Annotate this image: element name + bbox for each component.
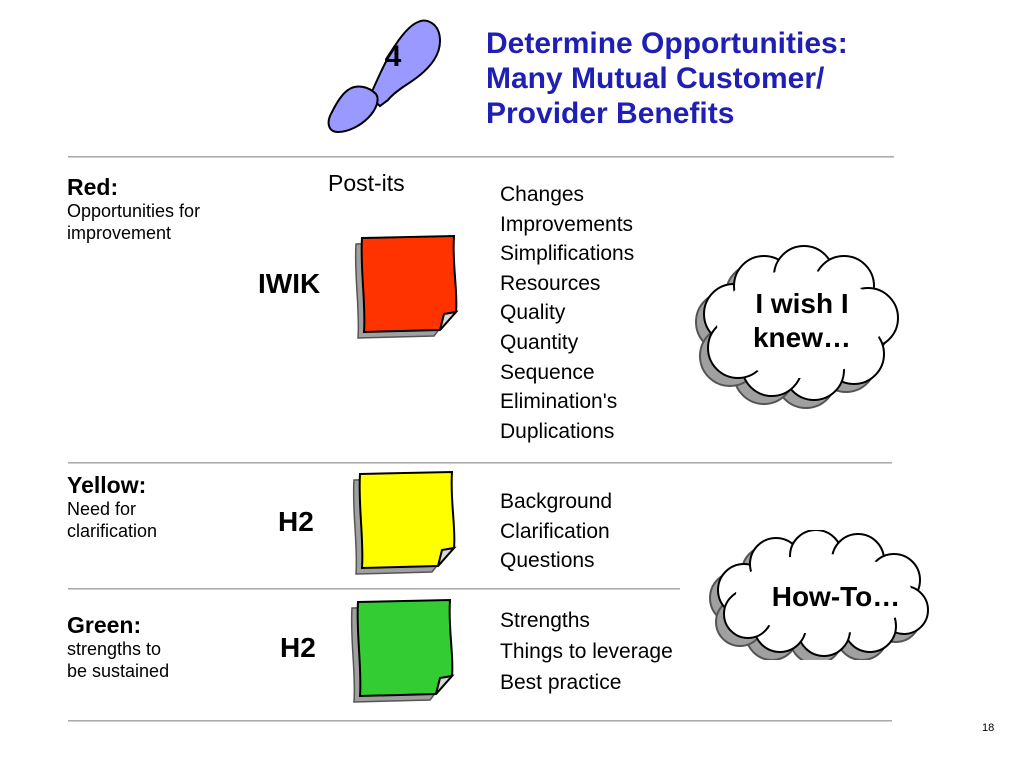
list-item: Strengths xyxy=(500,609,590,632)
category-description: Opportunities for xyxy=(67,201,201,221)
list-item: Duplications xyxy=(500,419,615,443)
step-number: 4 xyxy=(384,40,402,73)
list-item: Things to leverage xyxy=(500,640,673,663)
page-number: 18 xyxy=(982,722,995,734)
list-item: Quantity xyxy=(500,330,579,354)
cloud-line: How-To… xyxy=(771,581,901,612)
category-red: Red: Opportunities for improvement xyxy=(67,174,200,244)
category-heading: Yellow: xyxy=(67,472,147,498)
list-item: Sequence xyxy=(500,360,595,384)
divider-top xyxy=(68,156,894,158)
yellow-postit-note xyxy=(352,470,457,575)
category-heading: Red: xyxy=(67,174,119,200)
divider-red-yellow xyxy=(68,462,892,464)
category-code: H2 xyxy=(280,632,316,663)
thought-cloud-icon xyxy=(709,530,929,660)
list-item: Clarification xyxy=(500,519,610,543)
title-line: Determine Opportunities: xyxy=(486,27,848,60)
list-item: Simplifications xyxy=(500,242,635,266)
category-description: be sustained xyxy=(67,661,170,681)
list-item: Improvements xyxy=(500,212,634,236)
divider-yellow-green xyxy=(68,588,680,590)
green-postit-note xyxy=(350,598,455,703)
list-item: Changes xyxy=(500,183,585,206)
category-green: Green: strengths to be sustained xyxy=(67,612,169,682)
title-line: Provider Benefits xyxy=(486,97,735,130)
cloud-text: How-To… xyxy=(746,580,926,614)
category-description: clarification xyxy=(67,521,158,541)
category-heading: Green: xyxy=(67,612,142,638)
list-item: Resources xyxy=(500,271,601,295)
divider-bottom xyxy=(68,720,892,722)
list-item: Elimination's xyxy=(500,390,618,414)
category-description: Need for xyxy=(67,499,137,519)
red-postit-note xyxy=(354,234,459,339)
category-yellow: Yellow: Need for clarification xyxy=(67,472,157,542)
footprint-icon xyxy=(327,19,441,134)
list-item: Questions xyxy=(500,549,595,573)
list-item: Best practice xyxy=(500,671,622,694)
list-item: Background xyxy=(500,490,613,513)
category-items-green: Strengths Things to leverage Best practi… xyxy=(500,606,673,699)
category-items-red: Changes Improvements Simplifications Res… xyxy=(500,180,634,446)
cloud-line: knew… xyxy=(752,322,852,353)
title-line: Many Mutual Customer/ xyxy=(486,62,825,95)
category-code: IWIK xyxy=(258,268,321,299)
page-title: Determine Opportunities: Many Mutual Cus… xyxy=(486,26,926,131)
thought-cloud-icon xyxy=(695,245,899,409)
category-code: H2 xyxy=(278,506,314,537)
cloud-text: I wish I knew… xyxy=(722,287,882,355)
category-description: strengths to xyxy=(67,639,162,659)
cloud-line: I wish I xyxy=(755,288,849,319)
postits-label: Post-its xyxy=(328,170,405,196)
category-description: improvement xyxy=(67,223,172,243)
list-item: Quality xyxy=(500,301,566,325)
category-items-yellow: Background Clarification Questions xyxy=(500,487,612,576)
